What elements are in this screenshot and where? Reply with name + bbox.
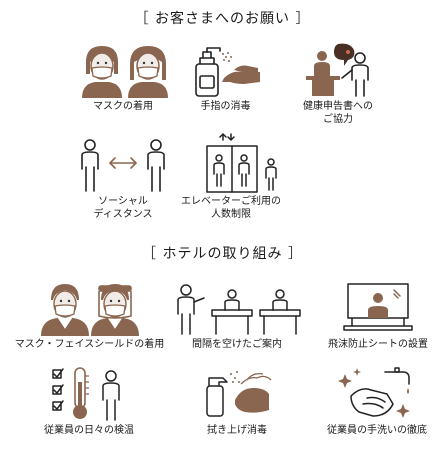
section-heading-hotel-measures: ［ ホテルの取り組み ］ <box>142 246 303 262</box>
item-label: 間隔を空けたご案内 <box>192 339 282 350</box>
wipe-disinfect-icon <box>206 371 272 417</box>
item-health-declaration: 健康申告書への ご協力 <box>283 40 393 126</box>
item-hand-washing: 従業員の手洗いの徹底 <box>312 364 442 437</box>
section-title: ホテルの取り組み <box>162 246 283 262</box>
item-label: 健康申告書への ご協力 <box>303 101 373 125</box>
item-label: エレベーターご利用の 人数制限 <box>181 196 281 220</box>
item-label: 従業員の日々の検温 <box>44 425 134 436</box>
section-title: お客さまへのお願い <box>155 11 290 27</box>
item-label: 飛沫防止シートの設置 <box>328 339 428 350</box>
section-heading-guest-requests: ［ お客さまへのお願い ］ <box>134 11 311 27</box>
staff-mask-faceshield-icon <box>40 284 139 336</box>
two-masked-people-icon <box>82 46 168 98</box>
social-distance-icon <box>81 139 165 192</box>
item-staff-mask-shield: マスク・フェイスシールドの着用 <box>2 278 177 351</box>
elevator-limit-icon <box>206 133 277 193</box>
item-label: 従業員の手洗いの徹底 <box>327 425 427 436</box>
hand-sanitizer-icon <box>194 47 260 97</box>
item-sanitize: 手指の消毒 <box>178 40 273 113</box>
temperature-check-icon <box>52 367 120 421</box>
item-label: マスク・フェイスシールドの着用 <box>14 339 165 350</box>
item-label: マスクの着用 <box>93 101 153 112</box>
item-mask: マスクの着用 <box>63 40 183 113</box>
item-elevator: エレベーターご利用の 人数制限 <box>166 130 296 221</box>
item-label: 手指の消毒 <box>200 101 251 112</box>
health-declaration-icon <box>306 43 369 97</box>
item-splash-screen: 飛沫防止シートの設置 <box>314 278 442 351</box>
item-spaced-guidance: 間隔を空けたご案内 <box>172 278 302 351</box>
item-temperature-check: 従業員の日々の検温 <box>34 364 144 437</box>
spaced-guidance-icon <box>177 284 301 335</box>
item-label: 拭き上げ消毒 <box>207 425 267 436</box>
item-social-distance: ソーシャル ディスタンス <box>63 135 183 221</box>
hand-washing-icon <box>338 367 410 418</box>
item-wipe-disinfect: 拭き上げ消毒 <box>192 364 282 437</box>
splash-screen-icon <box>343 283 413 331</box>
item-label: ソーシャル ディスタンス <box>93 196 153 220</box>
